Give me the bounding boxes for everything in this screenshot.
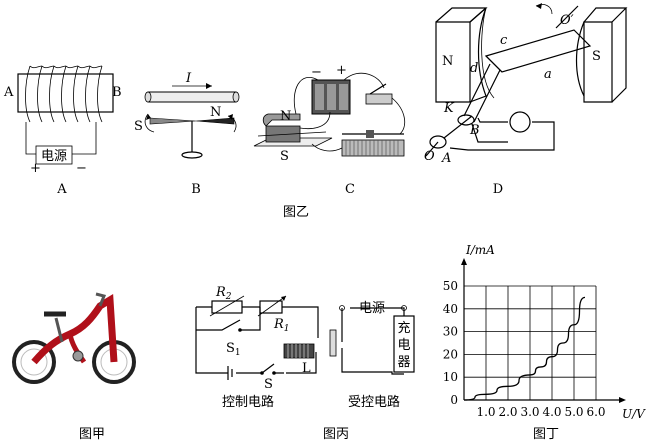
- rheostat: [341, 130, 405, 157]
- x-tick-label-2: 3.0: [520, 405, 539, 419]
- magnet-north-label: N: [280, 109, 291, 124]
- x-axis-arrow: [619, 397, 626, 403]
- x-tick-label-5: 6.0: [586, 405, 605, 419]
- charger-char-2: 电: [397, 338, 410, 353]
- slip-ring-k: [457, 114, 475, 126]
- resistor-r2: [211, 300, 243, 314]
- y-axis-arrow: [461, 258, 467, 265]
- series-line-0: [463, 296, 586, 401]
- rotation-arrow-left: [144, 113, 155, 133]
- coil-c-label: c: [500, 33, 508, 48]
- armature: [329, 329, 337, 357]
- panel-a-solenoid: 电源 A B + − A: [3, 65, 122, 197]
- coil-a-label: a: [544, 67, 552, 82]
- coil-label: L: [302, 361, 311, 376]
- control-loop-left: [195, 307, 317, 374]
- coil-l: [283, 343, 315, 359]
- switch: [365, 83, 393, 105]
- r2-label: R2: [215, 285, 232, 302]
- end-b-label: B: [112, 85, 122, 100]
- y-tick-label-0: 10: [443, 370, 458, 384]
- charger-char-3: 器: [397, 355, 410, 370]
- x-tick-label-4: 5.0: [564, 405, 583, 419]
- caption-d: D: [493, 182, 503, 197]
- battery: [227, 366, 233, 380]
- power-box: [35, 145, 73, 165]
- end-a-label: A: [3, 85, 14, 100]
- south-label: S: [134, 119, 143, 134]
- y-tick-label-3: 40: [443, 302, 458, 316]
- control-loop-top: [196, 306, 319, 338]
- controlled-circuit-label: 受控电路: [348, 394, 400, 410]
- switch-s: [261, 363, 275, 374]
- handlebar: [95, 292, 107, 307]
- k-label: K: [443, 101, 455, 116]
- switch-s1: [196, 307, 261, 331]
- y-axis-label: I/mA: [465, 243, 495, 257]
- charger-box: [393, 315, 415, 373]
- caption-fig-ding: 图丁: [533, 427, 559, 442]
- caption-fig-jia: 图甲: [79, 427, 105, 442]
- plus-label: +: [30, 161, 41, 176]
- battery-minus: −: [311, 65, 322, 80]
- r1-label: R1: [273, 317, 290, 334]
- caption-fig-bing: 图丙: [323, 427, 349, 442]
- caption-fig-yi: 图乙: [283, 205, 309, 220]
- control-circuit-label: 控制电路: [222, 394, 274, 410]
- slip-ring-a: [429, 135, 447, 149]
- power-label: 电源: [41, 149, 67, 164]
- x-tick-label-3: 4.0: [542, 405, 561, 419]
- electric-bicycle: [12, 292, 136, 384]
- magnet-and-rails: [253, 113, 333, 147]
- external-circuit: [449, 117, 555, 151]
- a-bottom-label: A: [441, 151, 451, 166]
- y-tick-label-2: 30: [443, 325, 458, 339]
- magnet-south-label: S: [280, 149, 289, 164]
- o-label: O: [424, 149, 435, 164]
- o-prime-label: O′: [560, 13, 574, 28]
- battery-plus: +: [336, 63, 347, 78]
- solenoid-leads: [25, 122, 97, 155]
- caption-c: C: [345, 182, 355, 197]
- coil-d-label: d: [470, 61, 478, 76]
- s-label: S: [264, 377, 273, 392]
- y-tick-label-1: 20: [443, 347, 458, 361]
- charger-char-1: 充: [397, 320, 410, 336]
- panel-b-oersted: I S N B: [134, 71, 240, 197]
- caption-b: B: [191, 182, 201, 197]
- current-label: I: [185, 71, 192, 86]
- battery-pack: [311, 79, 351, 115]
- panel-c-apparatus: − + N S C: [253, 63, 406, 197]
- power-source-label: 电源: [359, 301, 385, 316]
- axle: [463, 63, 501, 123]
- straight-wire: [147, 91, 237, 103]
- solenoid-core: [17, 73, 114, 113]
- s1-label: S1: [226, 341, 241, 358]
- minus-label: −: [76, 161, 87, 176]
- rear-wheel: [12, 340, 56, 384]
- x-tick-label-0: 1.0: [476, 405, 495, 419]
- compass-needle-south: [149, 117, 197, 125]
- axis-oo-upper: [555, 5, 579, 29]
- origin-label: 0: [450, 393, 458, 407]
- axis-oo-lower: [425, 141, 439, 157]
- controlled-loop-bottom: [341, 348, 404, 375]
- frame: [31, 294, 118, 365]
- y-tick-label-4: 50: [443, 279, 458, 293]
- wires: [293, 72, 406, 152]
- controlled-loop-top: [341, 307, 405, 342]
- north-pole-label: N: [442, 54, 453, 69]
- south-pole-label: S: [592, 49, 601, 64]
- x-axis-label: U/V: [622, 407, 646, 421]
- north-label: N: [210, 105, 221, 120]
- panel-d-generator: N S c d a K B O′ O A D: [424, 3, 628, 197]
- solenoid-windings: [25, 65, 103, 123]
- compass-needle-north: [195, 117, 235, 125]
- relay-circuit: R2 R1 S1 S L 电源 充 电 器 控制电路 受控电路: [195, 285, 415, 410]
- caption-a: A: [56, 182, 67, 197]
- x-tick-label-1: 2.0: [498, 405, 517, 419]
- lamp: [509, 111, 531, 133]
